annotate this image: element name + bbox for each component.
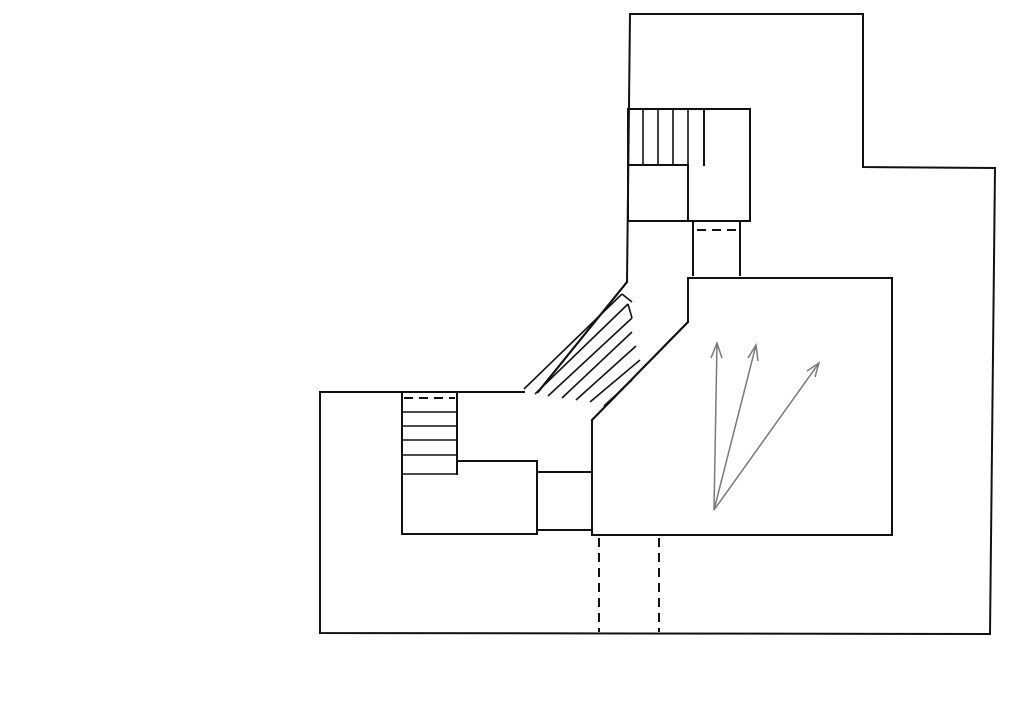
left-stair <box>401 391 458 535</box>
direction-arrows <box>710 340 821 511</box>
bottom-corridor <box>598 538 660 632</box>
arrow-1 <box>710 340 723 511</box>
arrow-3 <box>713 361 821 511</box>
top-connector <box>692 220 741 276</box>
main-hall <box>591 277 893 536</box>
left-room <box>401 460 593 535</box>
outer-walls <box>319 12 997 636</box>
diagonal-stair <box>523 280 690 422</box>
top-stair <box>627 108 751 222</box>
arrow-2 <box>713 342 759 511</box>
